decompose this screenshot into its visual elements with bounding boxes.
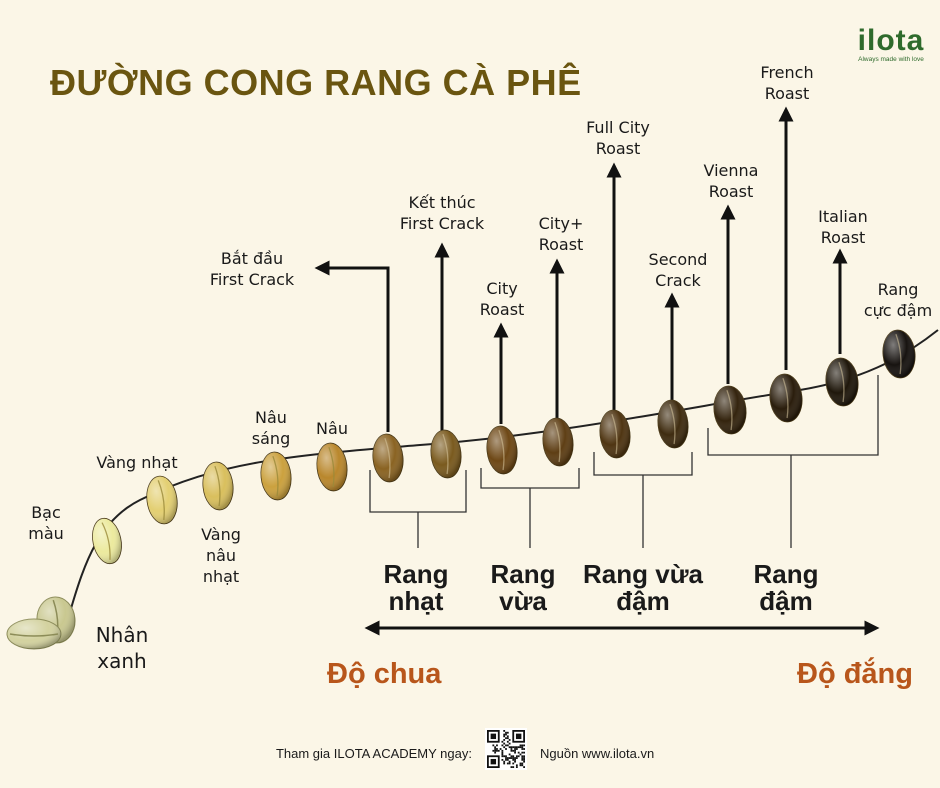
qr-code[interactable] [485,728,527,770]
axis-label-acidity: Độ chua [327,658,442,690]
ilota-logo: ilota Always made with love [852,24,930,64]
bean-vang-nhat [146,475,178,525]
logo-tagline: Always made with love [858,56,924,63]
roast-beans [92,329,916,565]
label-nau: Nâu [316,419,348,438]
bean-city-plus [542,417,574,467]
bean-full-city [599,409,631,459]
bean-bac-mau [92,517,122,565]
footer-source-link[interactable]: Nguồn www.ilota.vn [540,746,655,761]
bean-ket-thuc-first-crack [430,429,462,479]
axis-label-bitterness: Độ đắng [797,658,913,690]
bean-second-crack [657,399,689,449]
bracket-rang-vua [480,468,580,548]
logo-wordmark: ilota [857,24,925,57]
stage-arrows [314,106,848,432]
group-brackets [369,375,879,548]
bean-italian [825,357,859,407]
bean-nau [316,442,348,492]
bean-vang-nau-nhat [202,461,234,511]
bracket-rang-vua-dam [593,452,693,548]
bean-cuc-dam [882,329,916,379]
label-city-plus-roast: City+Roast [538,214,584,254]
bean-city [486,425,518,475]
bracket-rang-nhat [369,470,467,548]
label-vang-nhat: Vàng nhạt [96,453,178,472]
bean-french [769,373,803,423]
footer-join-text: Tham gia ILOTA ACADEMY ngay: [275,746,472,761]
page-title: ĐƯỜNG CONG RANG CÀ PHÊ [50,62,582,103]
bracket-rang-dam [707,375,879,548]
bean-bat-dau-first-crack [372,433,404,483]
bean-vienna [713,385,747,435]
arrow-bat-dau-first-crack [314,260,390,432]
green-bean-front [6,618,62,650]
bean-nau-sang [260,451,292,501]
